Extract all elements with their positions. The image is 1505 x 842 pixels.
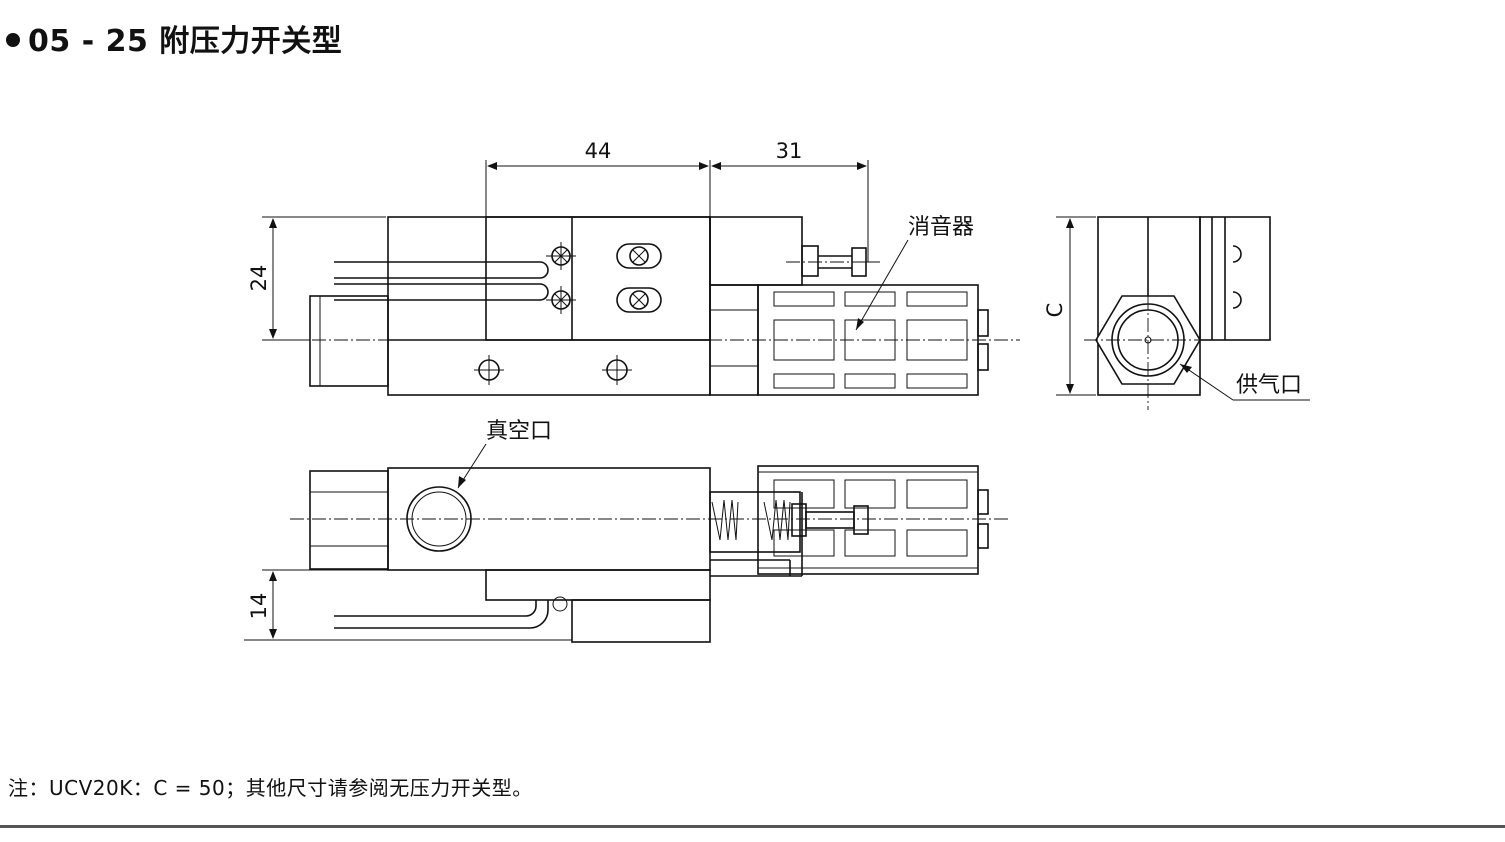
screw-icon — [546, 242, 576, 270]
side-view — [1084, 216, 1271, 410]
footnote: 注：UCV20K：C = 50；其他尺寸请参阅无压力开关型。 — [8, 776, 533, 800]
top-view — [290, 216, 1020, 396]
dimension-14: 14 — [244, 569, 572, 641]
mounting-hole-icon — [602, 355, 632, 385]
dimension-24: 24 — [247, 216, 386, 341]
muffler-bottom — [757, 465, 979, 575]
dim-24-label: 24 — [247, 265, 271, 292]
dim-31-label: 31 — [776, 139, 803, 163]
dimension-31: 31 — [711, 139, 869, 262]
callout-muffler: 消音器 — [855, 215, 974, 331]
bullet-dot — [6, 32, 20, 47]
dim-44-label: 44 — [585, 139, 612, 163]
dim-c-label: C — [1043, 303, 1067, 318]
bottom-view — [290, 465, 1010, 643]
muffler-label: 消音器 — [908, 215, 974, 240]
dim-14-label: 14 — [247, 593, 271, 620]
hex-fitting-bottom — [309, 470, 389, 570]
mounting-hole-icon — [474, 355, 504, 385]
hex-fitting-top — [309, 295, 389, 387]
oval-screw-icon — [616, 243, 662, 269]
callout-vacuum-port: 真空口 — [457, 419, 552, 489]
section-title: 05 - 25 附压力开关型 — [6, 16, 342, 60]
bottom-divider — [0, 825, 1505, 828]
section-title-text: 05 - 25 附压力开关型 — [28, 24, 343, 59]
oval-screw-icon — [616, 287, 662, 313]
vacuum-port-label: 真空口 — [486, 419, 552, 444]
supply-port-label: 供气口 — [1236, 373, 1302, 398]
dimension-c: C — [1043, 216, 1096, 396]
callout-supply-port: 供气口 — [1179, 363, 1310, 401]
screw-icon — [546, 286, 576, 314]
dimension-44: 44 — [485, 139, 711, 217]
top-body — [387, 216, 711, 396]
